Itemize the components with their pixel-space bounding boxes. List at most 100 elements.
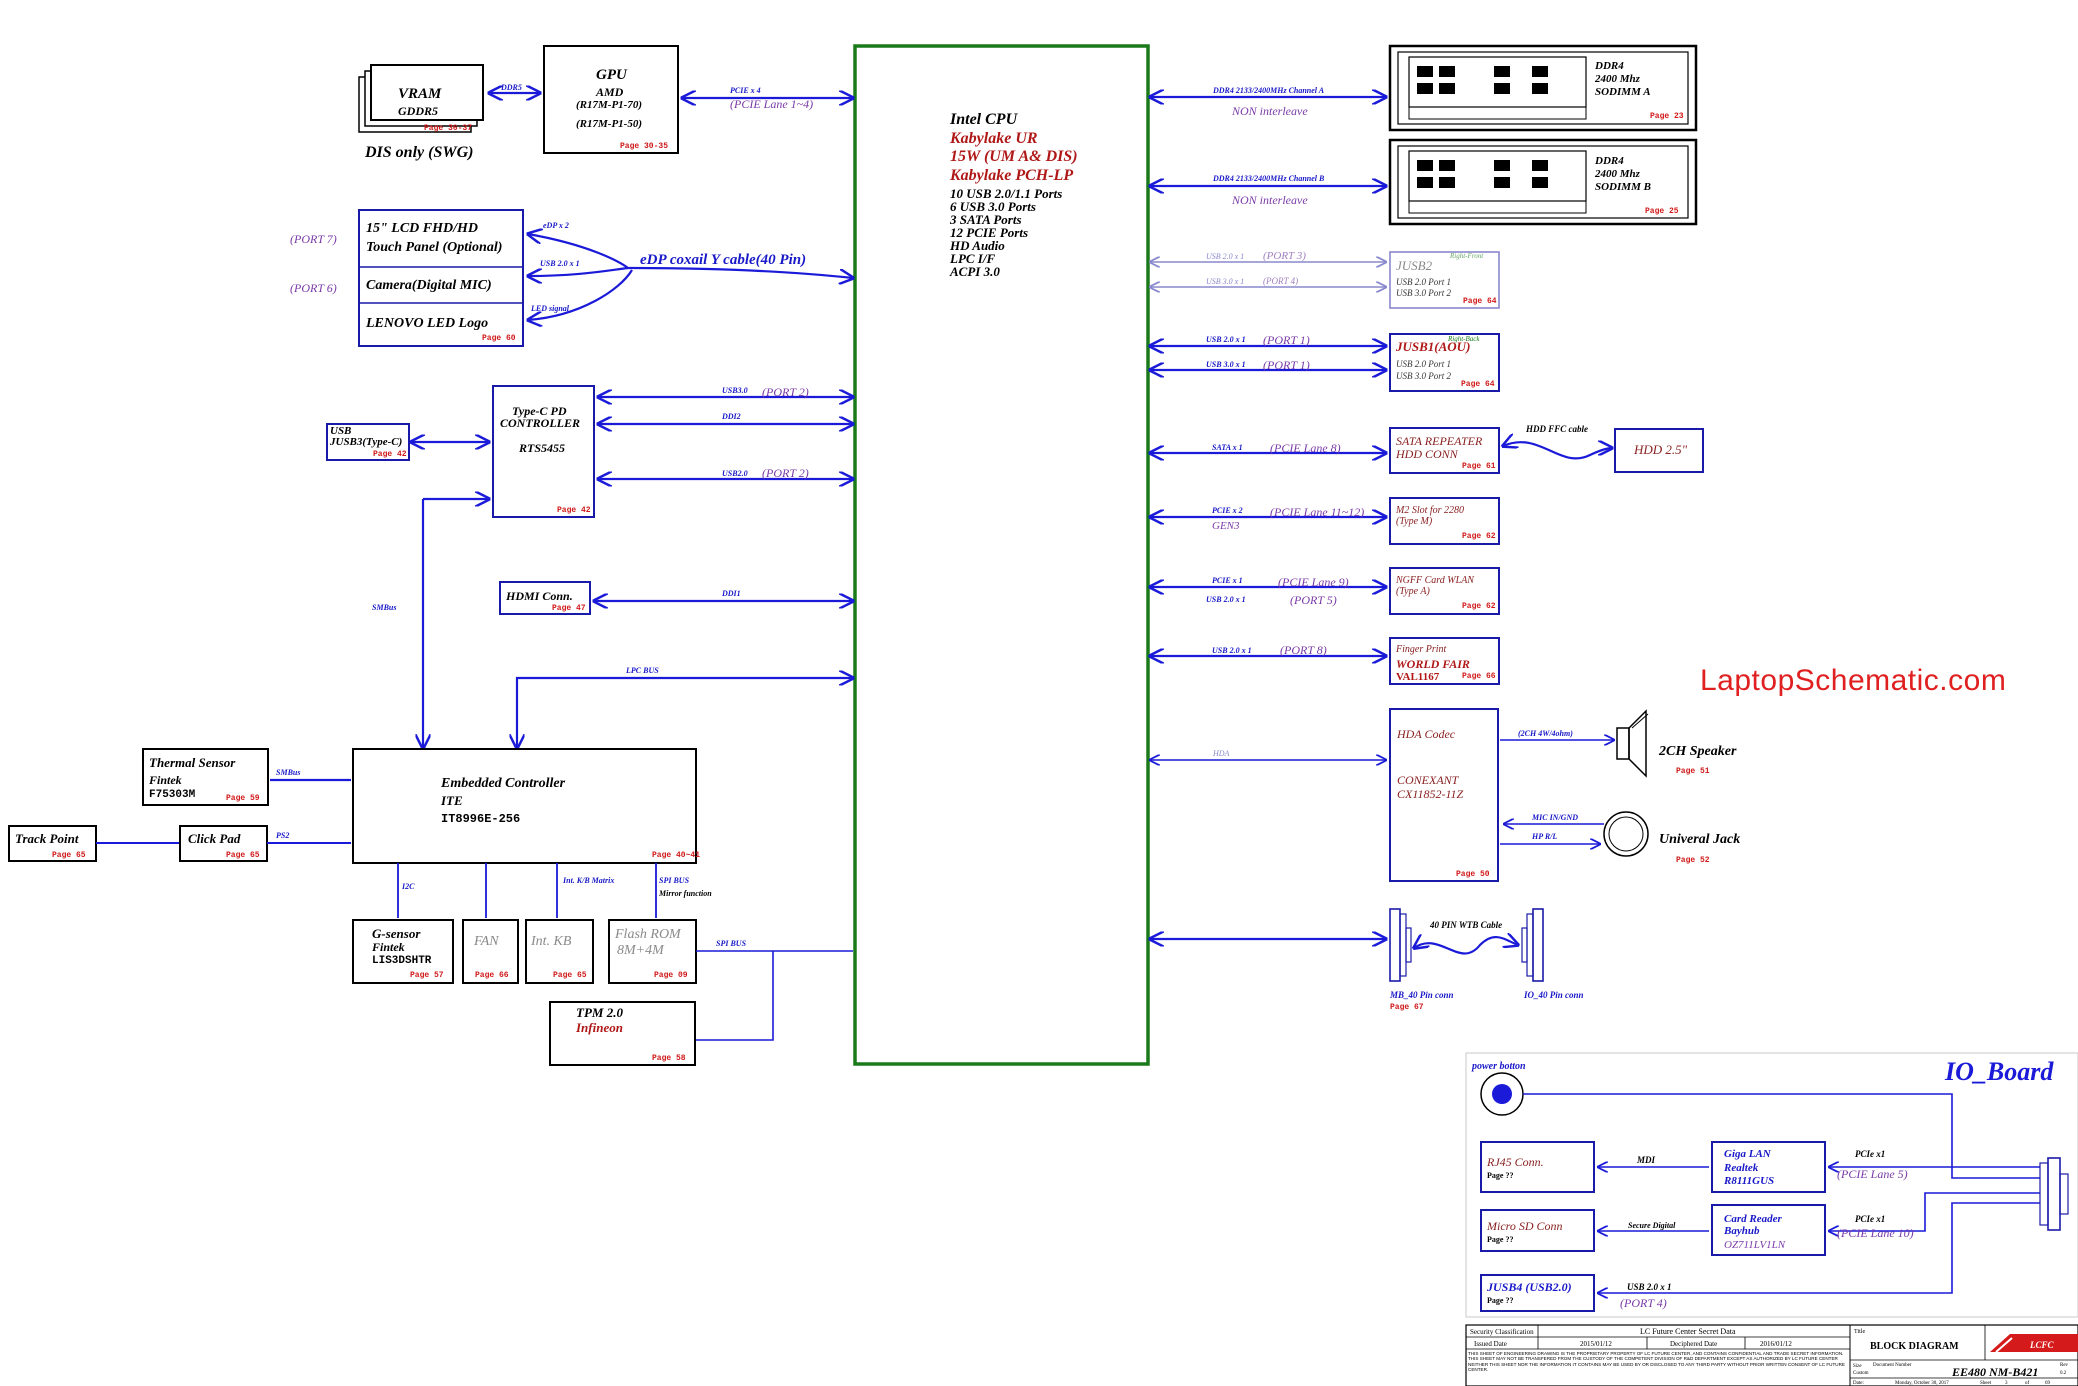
wlan-lane: (PCIE Lane 9) bbox=[1278, 575, 1349, 589]
gpu-title: GPU bbox=[596, 67, 628, 83]
gsensor-vendor: Fintek bbox=[371, 940, 405, 954]
cpu-feature: ACPI 3.0 bbox=[949, 264, 1000, 279]
mic-label: MIC IN/GND bbox=[1531, 813, 1578, 822]
led-signal-label: LED signal bbox=[530, 304, 570, 313]
gpu-page: Page 30-35 bbox=[620, 142, 668, 151]
finger-port: (PORT 8) bbox=[1280, 643, 1327, 657]
lan-l1: Giga LAN bbox=[1724, 1148, 1772, 1160]
wlan-port: (PORT 5) bbox=[1290, 593, 1337, 607]
tb-deciph-v: 2016/01/12 bbox=[1760, 1340, 1792, 1348]
hdmi-ddi1-label: DDI1 bbox=[721, 589, 741, 598]
cr-pcie-link bbox=[1829, 1192, 2040, 1231]
jusb1-block: JUSB1(AOU) Right-Back USB 2.0 Port 1 USB… bbox=[1389, 333, 1500, 392]
card-reader-block: Card Reader Bayhub OZ711LV1LN bbox=[1711, 1204, 1826, 1256]
jusb4-block: JUSB4 (USB2.0) Page ?? bbox=[1480, 1274, 1595, 1312]
tb-of-v: 69 bbox=[2045, 1381, 2051, 1386]
typec-port2b: (PORT 2) bbox=[762, 466, 809, 480]
jusb2-page: Page 64 bbox=[1463, 297, 1497, 306]
tb-custom: Custom bbox=[1853, 1371, 1869, 1376]
cpu-block: Intel CPU Kabylake UR 15W (UM A& DIS) Ka… bbox=[853, 44, 1150, 1066]
jusb4-port: (PORT 4) bbox=[1620, 1296, 1667, 1310]
vram-sub: GDDR5 bbox=[398, 104, 438, 118]
gpu-lane-label: (PCIE Lane 1~4) bbox=[730, 97, 813, 111]
jusb1-port1: (PORT 1) bbox=[1263, 333, 1310, 347]
hdd-ffc-cable bbox=[1503, 442, 1612, 460]
hp-label: HP R/L bbox=[1531, 832, 1557, 841]
mb-conn-page: Page 67 bbox=[1390, 1003, 1424, 1012]
cpu-feature: HD Audio bbox=[949, 238, 1005, 253]
tb-sheet: Sheet bbox=[1980, 1381, 1992, 1386]
gpu-model2: (R17M-P1-50) bbox=[576, 118, 642, 130]
tpm-vendor: Infineon bbox=[575, 1020, 623, 1035]
jusb4-title: JUSB4 (USB2.0) bbox=[1486, 1280, 1572, 1294]
dimm-a-note: NON interleave bbox=[1231, 104, 1308, 118]
gsensor-title: G-sensor bbox=[372, 926, 421, 941]
clickpad-bus-label: PS2 bbox=[276, 831, 289, 840]
intkb-block: Int. KB Page 65 bbox=[525, 919, 594, 984]
jusb1-b2: USB 3.0 x 1 bbox=[1206, 360, 1246, 369]
sd-title: Micro SD Conn bbox=[1486, 1219, 1563, 1233]
finger-l2: WORLD FAIR bbox=[1396, 657, 1470, 671]
clickpad-title: Click Pad bbox=[188, 831, 241, 846]
dimm-a-bus: DDR4 2133/2400MHz Channel A bbox=[1212, 86, 1325, 95]
m2-l1: M2 Slot for 2280 bbox=[1395, 505, 1464, 516]
m2-block: M2 Slot for 2280 (Type M) Page 62 bbox=[1389, 497, 1500, 545]
cpu-feature: 6 USB 3.0 Ports bbox=[950, 199, 1036, 214]
ec-page: Page 40~41 bbox=[652, 851, 700, 860]
trackpoint-block: Track Point Page 65 bbox=[8, 825, 97, 862]
speaker-title: 2CH Speaker bbox=[1658, 744, 1737, 759]
wlan-l1: NGFF Card WLAN bbox=[1395, 575, 1475, 586]
dimm-a-l1: DDR4 bbox=[1594, 60, 1624, 72]
speaker-link-label: (2CH 4W/4ohm) bbox=[1518, 729, 1573, 738]
typec-l2: CONTROLLER bbox=[500, 416, 580, 430]
m2-bus: PCIE x 2 bbox=[1212, 506, 1243, 515]
dimm-b-page: Page 25 bbox=[1645, 207, 1679, 216]
typec-usb3-label: USB3.0 bbox=[722, 386, 748, 395]
edp-label: eDP x 2 bbox=[543, 221, 569, 230]
fan-title: FAN bbox=[473, 934, 499, 949]
cr-l2: Bayhub bbox=[1723, 1225, 1760, 1237]
giga-lan-block: Giga LAN Realtek R8111GUS bbox=[1711, 1141, 1826, 1193]
wlan-l2: (Type A) bbox=[1396, 586, 1430, 597]
tb-title: BLOCK DIAGRAM bbox=[1870, 1341, 1959, 1352]
jusb1-title: JUSB1(AOU) bbox=[1395, 339, 1470, 354]
tb-rev-v: 0.2 bbox=[2060, 1371, 2067, 1376]
vram-block: VRAM GDDR5 Page 36-37 bbox=[358, 64, 484, 133]
fan-block: FAN Page 66 bbox=[462, 919, 519, 984]
usbc-l2: JUSB3(Type-C) bbox=[329, 436, 402, 448]
lan-lane: (PCIE Lane 5) bbox=[1837, 1167, 1908, 1181]
lan-bus: PCIe x1 bbox=[1855, 1149, 1885, 1159]
dimm-a-page: Page 23 bbox=[1650, 112, 1684, 121]
lan-l3: R8111GUS bbox=[1723, 1175, 1774, 1187]
tpm-page: Page 58 bbox=[652, 1054, 686, 1063]
power-button-label: power botton bbox=[1471, 1061, 1526, 1072]
thermal-part: F75303M bbox=[149, 789, 196, 801]
jusb1-tag: Right-Back bbox=[1447, 335, 1480, 343]
gpu-vendor: AMD bbox=[595, 85, 624, 99]
sata-bus: SATA x 1 bbox=[1212, 443, 1243, 452]
ec-block: Embedded Controller ITE IT8996E-256 Page… bbox=[352, 748, 700, 864]
wlan-bus2: USB 2.0 x 1 bbox=[1206, 595, 1246, 604]
flash-rom-block: Flash ROM 8M+4M Page 09 bbox=[608, 919, 697, 984]
tb-logo: LCFC bbox=[2029, 1340, 2055, 1350]
dimm-b-bus: DDR4 2133/2400MHz Channel B bbox=[1212, 174, 1325, 183]
hdd-title: HDD 2.5" bbox=[1633, 442, 1688, 457]
lcd-row1b: Touch Panel (Optional) bbox=[366, 240, 502, 255]
hdd-ffc-label: HDD FFC cable bbox=[1525, 424, 1588, 434]
sata-repeater-block: SATA REPEATER HDD CONN Page 61 bbox=[1389, 427, 1500, 474]
dimm-a-l2: 2400 Mhz bbox=[1594, 73, 1641, 85]
hdd-block: HDD 2.5" bbox=[1614, 428, 1704, 473]
dimm-a-l3: SODIMM A bbox=[1595, 86, 1651, 98]
jusb2-p1: USB 2.0 Port 1 bbox=[1396, 277, 1451, 287]
spi-bus-label-2: SPI BUS bbox=[716, 939, 747, 948]
rj45-page: Page ?? bbox=[1487, 1171, 1513, 1180]
jack-title: Univeral Jack bbox=[1659, 832, 1740, 847]
jusb1-page: Page 64 bbox=[1461, 380, 1495, 389]
gsensor-page: Page 57 bbox=[410, 971, 444, 980]
thermal-page: Page 59 bbox=[226, 794, 260, 803]
jusb1-port2: (PORT 1) bbox=[1263, 358, 1310, 372]
ec-title: Embedded Controller bbox=[440, 776, 566, 791]
typec-port2a: (PORT 2) bbox=[762, 385, 809, 399]
title-block: Security Classification LC Future Center… bbox=[1465, 1324, 2078, 1386]
